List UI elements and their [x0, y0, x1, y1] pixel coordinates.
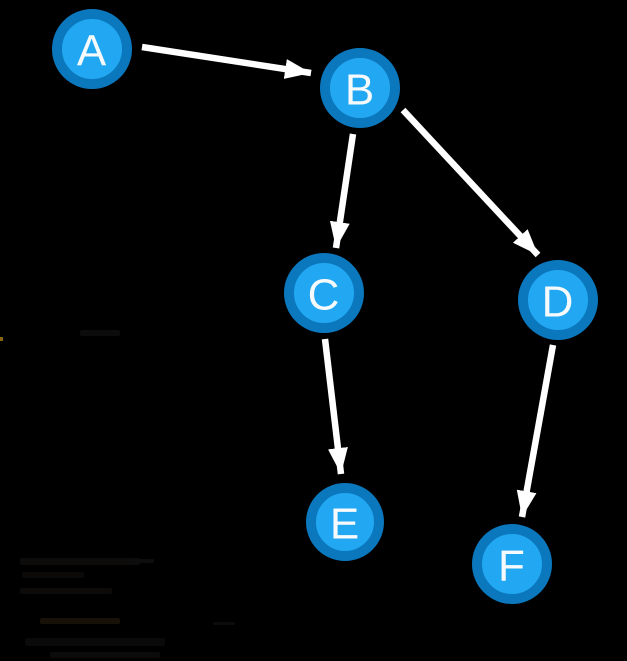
graph-node-A[interactable]: A: [52, 9, 132, 89]
node-circle-F[interactable]: [472, 524, 552, 604]
background-artifacts: [0, 330, 235, 658]
graph-node-D[interactable]: D: [518, 260, 598, 340]
background-smudge: [22, 572, 84, 578]
graph-node-C[interactable]: C: [284, 253, 364, 333]
background-smudge: [20, 558, 140, 565]
stray-pixel-artifact: [0, 337, 3, 341]
node-circle-A[interactable]: [52, 9, 132, 89]
background-smudge: [20, 588, 112, 594]
graph-node-B[interactable]: B: [320, 48, 400, 128]
background-smudge: [40, 618, 120, 624]
graph-node-F[interactable]: F: [472, 524, 552, 604]
background-smudge: [213, 622, 235, 625]
background-smudge: [25, 638, 165, 646]
node-circle-D[interactable]: [518, 260, 598, 340]
edge-A-B: [141, 43, 312, 79]
edge-B-D: [400, 107, 541, 258]
node-circle-B[interactable]: [320, 48, 400, 128]
edge-B-C: [329, 133, 357, 249]
node-circle-E[interactable]: [306, 483, 384, 561]
edge-D-F: [516, 344, 557, 518]
node-layer: A B C D E F: [52, 9, 598, 604]
edge-layer: [141, 43, 557, 518]
background-smudge: [80, 330, 120, 336]
graph-node-E[interactable]: E: [306, 483, 384, 561]
background-smudge: [50, 652, 160, 658]
node-circle-C[interactable]: [284, 253, 364, 333]
edge-C-E: [321, 338, 348, 475]
background-smudge: [130, 559, 154, 563]
